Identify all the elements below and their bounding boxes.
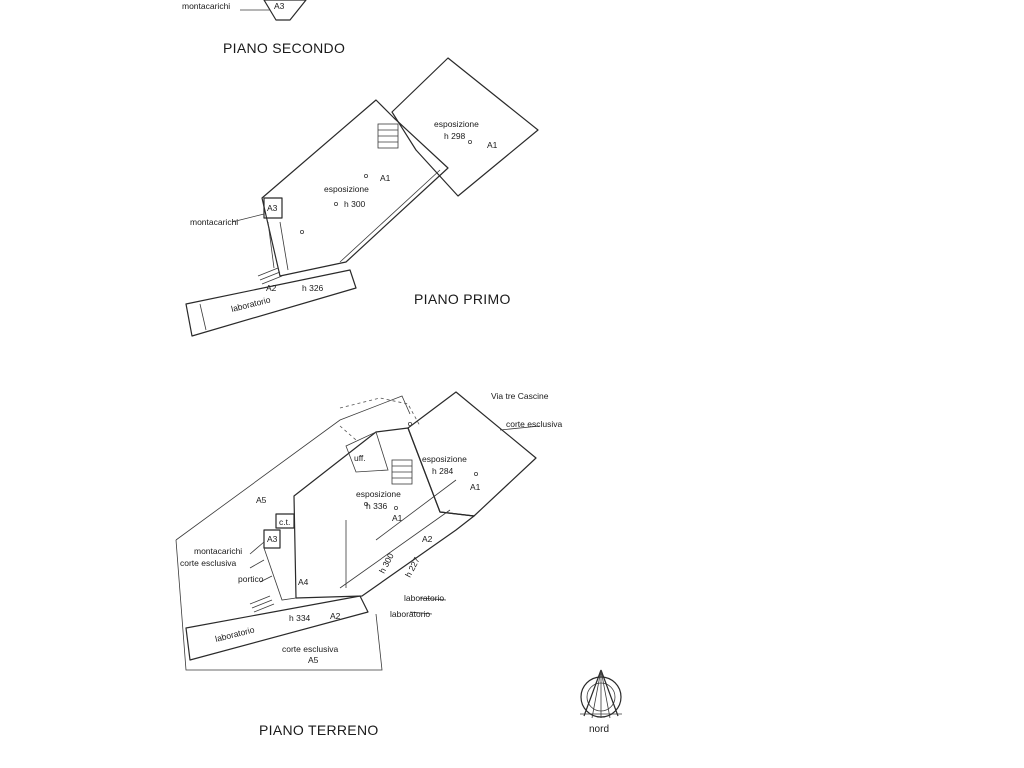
ground-floor-h227-label: h 227: [403, 555, 422, 579]
ground-floor-corte-top-label: corte esclusiva: [506, 419, 562, 429]
ground-floor-stairs-top: [391, 459, 413, 485]
ground-floor-partition-3: [375, 479, 457, 541]
first-floor-inner-wall: [339, 169, 441, 263]
ground-floor-title: PIANO TERRENO: [259, 722, 379, 738]
ground-floor-portico-wall: [263, 547, 297, 601]
ground-floor-dash-mark: [339, 425, 357, 441]
ground-floor-boiler-room: [275, 513, 295, 529]
ground-floor-via-label: Via tre Cascine: [491, 391, 549, 401]
north-arrow-icon: [580, 669, 622, 719]
ground-floor-esposizione-a: esposizione: [422, 454, 467, 464]
ground-floor-corte-top-leader: [499, 425, 541, 431]
ground-floor-height-b: h 336: [366, 501, 388, 511]
second-floor-title: PIANO SECONDO: [223, 40, 345, 56]
ground-floor-liftshaft: [263, 529, 281, 549]
second-floor-liftshaft: [263, 0, 307, 21]
ground-floor-laboratory-block: [185, 595, 369, 661]
ground-floor-a1-b: A1: [392, 513, 403, 523]
first-floor-montacarichi-label: montacarichi: [190, 217, 238, 227]
ground-floor-ct-label: c.t.: [279, 517, 290, 527]
ground-floor-stairs-bottom: [249, 595, 275, 613]
ground-floor-corte-bottom-label: corte esclusiva: [282, 644, 338, 654]
ground-floor-lab-right-leader-2: [409, 611, 433, 615]
ground-floor-portico-leader: [259, 575, 273, 583]
first-floor-a1-b: A1: [380, 173, 391, 183]
first-floor-title: PIANO PRIMO: [414, 291, 511, 307]
first-floor-stairs-top: [377, 123, 399, 149]
first-floor-corridor-left: [267, 221, 275, 269]
first-floor-laboratorio-label: laboratorio: [230, 294, 272, 313]
ground-floor-height-a: h 284: [432, 466, 454, 476]
first-floor-exhibition-block-b: [261, 99, 449, 277]
first-floor-laboratory-block: [185, 269, 357, 337]
first-floor-height-a: h 298: [444, 131, 466, 141]
ground-floor-a5-top: A5: [256, 495, 267, 505]
ground-floor-laboratorio-label: laboratorio: [214, 624, 256, 643]
first-floor-liftshaft: [263, 197, 283, 219]
ground-floor-uff-label: uff.: [354, 453, 366, 463]
ground-floor-a5-bottom: A5: [308, 655, 319, 665]
ground-floor-corte-left-label: corte esclusiva: [180, 558, 236, 568]
second-floor-plan: montacarichi A3 PIANO SECONDO: [182, 0, 345, 56]
first-floor-height-b: h 300: [344, 199, 366, 209]
ground-floor-office-room: [345, 431, 389, 473]
first-floor-stairs-bottom: [257, 267, 283, 285]
first-floor-lab-partition: [199, 303, 207, 331]
ground-floor-partition-2: [339, 509, 451, 589]
ground-floor-lot-top: [175, 395, 411, 541]
ground-floor-lab-right-1: laboratorio: [404, 593, 444, 603]
ground-floor-montacarichi-label: montacarichi: [194, 546, 242, 556]
ground-floor-plan: Via tre Cascine corte esclusiva uff. esp…: [175, 391, 562, 738]
first-floor-corridor-right: [279, 221, 289, 271]
second-floor-montacarichi-label: montacarichi: [182, 1, 230, 11]
ground-floor-a3-label: A3: [267, 534, 278, 544]
first-floor-esposizione-b: esposizione: [324, 184, 369, 194]
first-floor-height-lab: h 326: [302, 283, 324, 293]
ground-floor-lot-bottom: [175, 539, 383, 671]
first-floor-a1-a: A1: [487, 140, 498, 150]
ground-floor-esposizione-b: esposizione: [356, 489, 401, 499]
ground-floor-a2-right: A2: [422, 534, 433, 544]
first-floor-plan: esposizione h 298 A1 A1 esposizione h 30…: [185, 57, 539, 337]
ground-floor-corte-leader: [249, 559, 265, 569]
first-floor-a2-label: A2: [266, 283, 277, 293]
first-floor-exhibition-block-a: [391, 57, 539, 197]
first-floor-a3-label: A3: [267, 203, 278, 213]
ground-floor-montacarichi-leader: [249, 541, 265, 555]
ground-floor-exhibition-block-b: [293, 427, 475, 599]
second-floor-a3-label: A3: [274, 1, 285, 11]
first-floor-esposizione-a: esposizione: [434, 119, 479, 129]
ground-floor-lab-right-leader-1: [419, 597, 447, 601]
ground-floor-dashed-boundary: [339, 397, 421, 427]
ground-floor-a2-label: A2: [330, 611, 341, 621]
ground-floor-a1-a: A1: [470, 482, 481, 492]
ground-floor-a4-label: A4: [298, 577, 309, 587]
ground-floor-h300-label: h 300: [377, 551, 396, 575]
north-arrow-label: nord: [589, 724, 609, 735]
first-floor-montacarichi-leader: [231, 213, 265, 223]
ground-floor-height-lab: h 334: [289, 613, 311, 623]
ground-floor-lab-right-2: laboratorio: [390, 609, 430, 619]
ground-floor-portico-label: portico: [238, 574, 264, 584]
